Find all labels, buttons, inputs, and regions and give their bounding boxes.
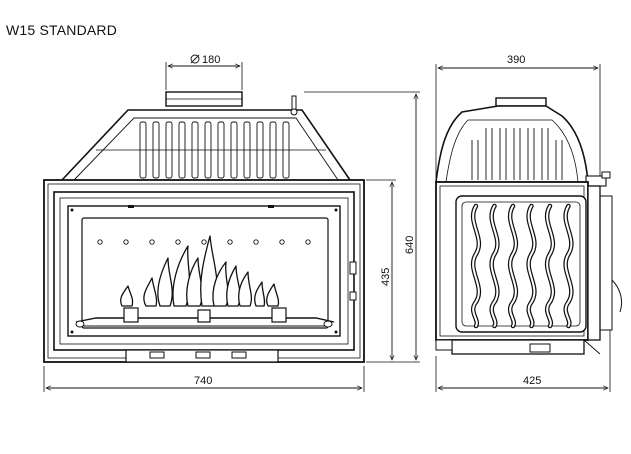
side-flue xyxy=(495,97,547,107)
side-view xyxy=(435,97,623,355)
air-hole xyxy=(201,239,207,245)
side-base xyxy=(451,339,585,355)
air-hole xyxy=(305,239,311,245)
side-hood xyxy=(435,105,589,183)
air-holes xyxy=(97,239,311,245)
frame-rivets xyxy=(70,205,338,334)
dim-side-depth-bottom: 425 xyxy=(523,375,541,387)
air-hole xyxy=(253,239,259,245)
air-hole xyxy=(175,239,181,245)
front-view xyxy=(43,91,365,363)
wave-ribs xyxy=(470,203,574,329)
flames xyxy=(120,235,280,307)
air-hole xyxy=(279,239,285,245)
top-hood xyxy=(61,109,351,181)
side-door-edge xyxy=(587,185,601,341)
air-hole xyxy=(97,239,103,245)
dim-door-height: 435 xyxy=(380,268,392,286)
air-hole xyxy=(149,239,155,245)
drawing-title: W15 STANDARD xyxy=(6,22,118,38)
front-dimensions: 180 740 435 640 xyxy=(43,54,420,392)
side-dimensions: 390 425 xyxy=(435,54,611,392)
dim-total-width: 740 xyxy=(194,375,212,387)
dim-flue-diameter: 180 xyxy=(202,54,220,66)
dim-side-depth-top: 390 xyxy=(507,54,525,66)
hood-fins xyxy=(96,121,326,179)
dim-total-height: 640 xyxy=(404,236,416,254)
air-hole xyxy=(227,239,233,245)
air-hole xyxy=(123,239,129,245)
grate xyxy=(75,307,335,328)
